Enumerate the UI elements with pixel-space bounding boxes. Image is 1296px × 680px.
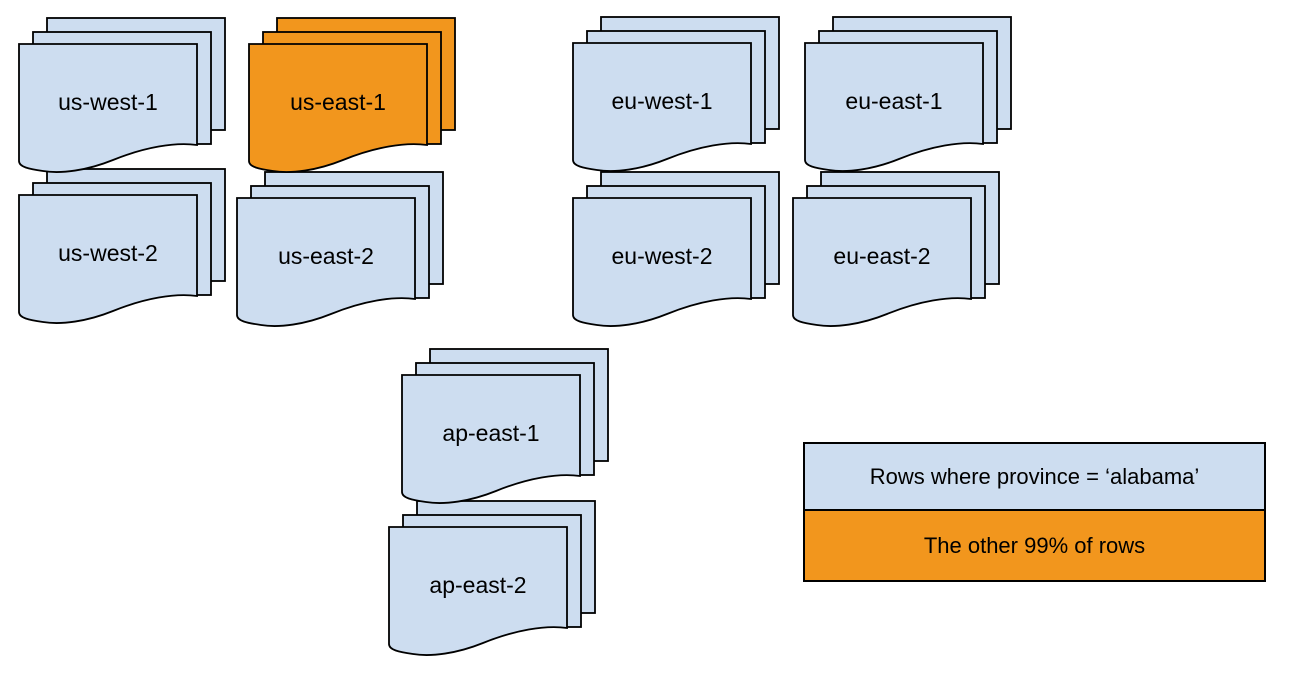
document-stack-icon (18, 17, 226, 173)
stack-us-east-1: us-east-1 (245, 14, 457, 176)
stack-us-west-2: us-west-2 (15, 165, 227, 327)
document-stack-icon (18, 168, 226, 324)
stack-us-west-1: us-west-1 (15, 14, 227, 176)
legend-label-alabama: Rows where province = ‘alabama’ (869, 463, 1200, 489)
stack-eu-east-2: eu-east-2 (789, 168, 1001, 330)
document-stack-icon (792, 171, 1000, 327)
document-stack-icon (804, 16, 1012, 172)
stack-eu-east-1: eu-east-1 (801, 13, 1013, 175)
stack-eu-west-2: eu-west-2 (569, 168, 781, 330)
stack-ap-east-1: ap-east-1 (398, 345, 610, 507)
stack-eu-west-1: eu-west-1 (569, 13, 781, 175)
stack-us-east-2: us-east-2 (233, 168, 445, 330)
stack-ap-east-2: ap-east-2 (385, 497, 597, 659)
document-stack-icon (388, 500, 596, 656)
legend-label-other-rows: The other 99% of rows (923, 532, 1146, 558)
legend-row-other-rows: The other 99% of rows (805, 511, 1264, 580)
document-stack-icon (572, 16, 780, 172)
legend-row-alabama: Rows where province = ‘alabama’ (805, 444, 1264, 511)
document-stack-icon (401, 348, 609, 504)
document-stack-icon (248, 17, 456, 173)
document-stack-icon (236, 171, 444, 327)
legend: Rows where province = ‘alabama’ The othe… (803, 442, 1266, 582)
document-stack-icon (572, 171, 780, 327)
